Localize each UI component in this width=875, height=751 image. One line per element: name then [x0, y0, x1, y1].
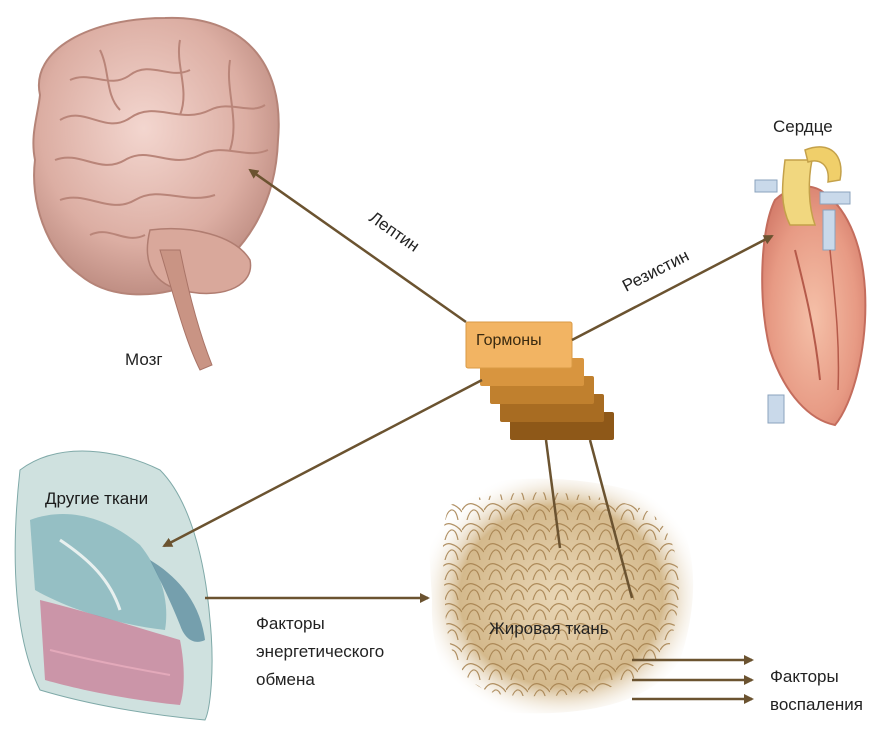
adipose-tissue-illustration: [430, 479, 694, 714]
energy-factors-line: обмена: [256, 666, 384, 694]
adipose-tissue-label: Жировая ткань: [489, 620, 609, 637]
inflammation-factors-line: воспаления: [770, 691, 863, 719]
leptin-arrow: [250, 170, 466, 322]
heart-illustration: [755, 147, 865, 425]
hormones-hub-label: Гормоны: [476, 332, 542, 350]
energy-factors-line: энергетического: [256, 638, 384, 666]
brain-illustration: [33, 18, 278, 370]
inflammation-factors-line: Факторы: [770, 663, 863, 691]
brain-label: Мозг: [125, 351, 163, 368]
leptin-label: Лептин: [366, 208, 423, 256]
inflammation-factors-label: Факторы воспаления: [770, 663, 863, 719]
energy-factors-line: Факторы: [256, 610, 384, 638]
heart-label: Сердце: [773, 118, 833, 135]
other-tissues-label: Другие ткани: [45, 490, 148, 507]
resistin-label: Резистин: [619, 246, 692, 296]
energy-factors-label: Факторы энергетического обмена: [256, 610, 384, 694]
